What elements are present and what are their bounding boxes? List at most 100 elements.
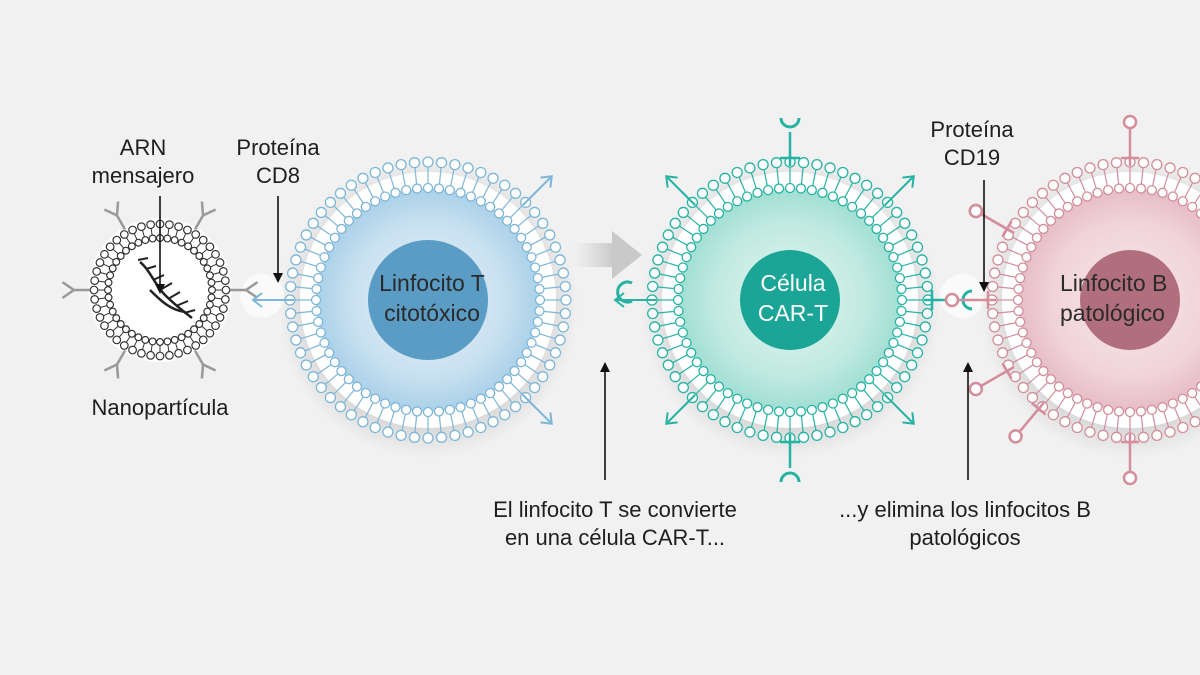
lipid-head	[315, 206, 327, 219]
t-cell	[251, 156, 578, 458]
lipid-tail	[1152, 177, 1155, 187]
lipid-head	[827, 398, 839, 409]
lipid-head	[1017, 381, 1029, 394]
lipid-head	[560, 294, 572, 306]
lipid-head	[762, 404, 774, 415]
lipid-head	[731, 421, 743, 434]
label-proteina-cd8: Proteína CD8	[218, 134, 338, 190]
label-line: Célula	[760, 270, 826, 296]
lipid-head	[871, 365, 882, 377]
lipid-head	[343, 215, 354, 226]
receptor-stem	[665, 175, 696, 206]
lipid-head	[1157, 402, 1168, 413]
lipid-head	[817, 402, 828, 413]
lipid-head	[334, 401, 347, 413]
lipid-tail	[670, 263, 680, 267]
lipid-tail	[308, 333, 318, 337]
lipid-head	[1059, 416, 1071, 428]
lipid-head	[871, 187, 884, 199]
lipid-tail	[871, 381, 879, 389]
lipid-head	[770, 431, 783, 443]
nano-lipid-head	[205, 328, 215, 338]
lipid-head	[719, 172, 731, 184]
lipid-head	[290, 254, 302, 266]
lipid-tail	[1105, 413, 1108, 423]
lipid-head	[989, 267, 1001, 279]
lipid-head	[554, 254, 566, 266]
lipid-head	[773, 183, 785, 194]
lipid-head	[1113, 183, 1125, 194]
nano-lipid-head	[220, 294, 230, 304]
lipid-head	[741, 398, 753, 409]
lipid-tail	[1105, 177, 1108, 187]
lipid-tail	[1007, 275, 1017, 278]
nano-lipid-head	[103, 286, 112, 295]
lipid-head	[487, 172, 499, 184]
lipid-tail	[379, 184, 385, 194]
nano-lipid-head	[92, 304, 102, 313]
lipid-tail	[517, 220, 526, 227]
lipid-head	[475, 196, 486, 207]
lipid-tail	[509, 381, 517, 389]
lipid-head	[1110, 431, 1123, 443]
lipid-head	[433, 183, 445, 194]
lipid-tail	[517, 373, 526, 380]
lipid-tail	[1025, 363, 1034, 370]
antibody-arm	[103, 363, 118, 372]
lipid-head	[1137, 157, 1150, 169]
lipid-tail	[317, 240, 326, 246]
lipid-head	[537, 217, 549, 229]
lipid-tail	[543, 310, 553, 313]
lipid-head	[1164, 426, 1176, 438]
lipid-tail	[1093, 180, 1097, 190]
lipid-tail	[665, 310, 675, 313]
nano-lipid-head	[121, 246, 130, 255]
lipid-tail	[863, 202, 870, 211]
antibody-arm	[202, 208, 217, 217]
lipid-tail	[415, 175, 418, 185]
antibody-arm	[200, 201, 205, 216]
lipid-head	[992, 254, 1004, 266]
lipid-tail	[450, 177, 453, 187]
lipid-head	[824, 162, 836, 174]
process-arrow	[575, 231, 642, 279]
lipid-head	[475, 393, 486, 404]
lipid-head	[1177, 393, 1188, 404]
lipid-head	[324, 347, 335, 358]
lipid-tail	[1163, 410, 1167, 420]
lipid-head	[411, 183, 423, 194]
lipid-head	[837, 393, 848, 404]
lipid-tail	[886, 230, 895, 237]
lipid-head	[691, 232, 703, 243]
nano-lipid-head	[191, 341, 201, 350]
lipid-tail	[1093, 410, 1097, 420]
lipid-tail	[391, 410, 395, 420]
lipid-tail	[800, 175, 803, 185]
receptor-stem	[522, 175, 553, 206]
lipid-head	[324, 196, 337, 209]
lipid-head	[400, 404, 412, 415]
lipid-tail	[403, 413, 406, 423]
cd19-bar	[1001, 220, 1013, 238]
lipid-head	[485, 387, 496, 399]
lipid-head	[290, 334, 302, 346]
lipid-head	[444, 404, 456, 415]
lipid-head	[1084, 426, 1096, 438]
lipid-head	[529, 381, 541, 394]
lipid-tail	[330, 373, 339, 380]
label-line: Proteína	[236, 135, 320, 160]
lipid-head	[752, 187, 763, 198]
cd19-head	[1122, 470, 1138, 486]
lipid-head	[1151, 429, 1163, 441]
lipid-head	[1177, 196, 1188, 207]
lipid-head	[649, 321, 661, 333]
lipid-head	[916, 334, 928, 346]
lipid-tail	[753, 180, 757, 190]
lipid-head	[400, 185, 412, 196]
nano-lipid-head	[205, 242, 215, 252]
lipid-head	[1015, 272, 1026, 284]
nano-lipid-head	[183, 225, 192, 235]
lipid-head	[1047, 409, 1059, 421]
lipid-head	[811, 429, 823, 441]
lipid-tail	[312, 251, 322, 257]
